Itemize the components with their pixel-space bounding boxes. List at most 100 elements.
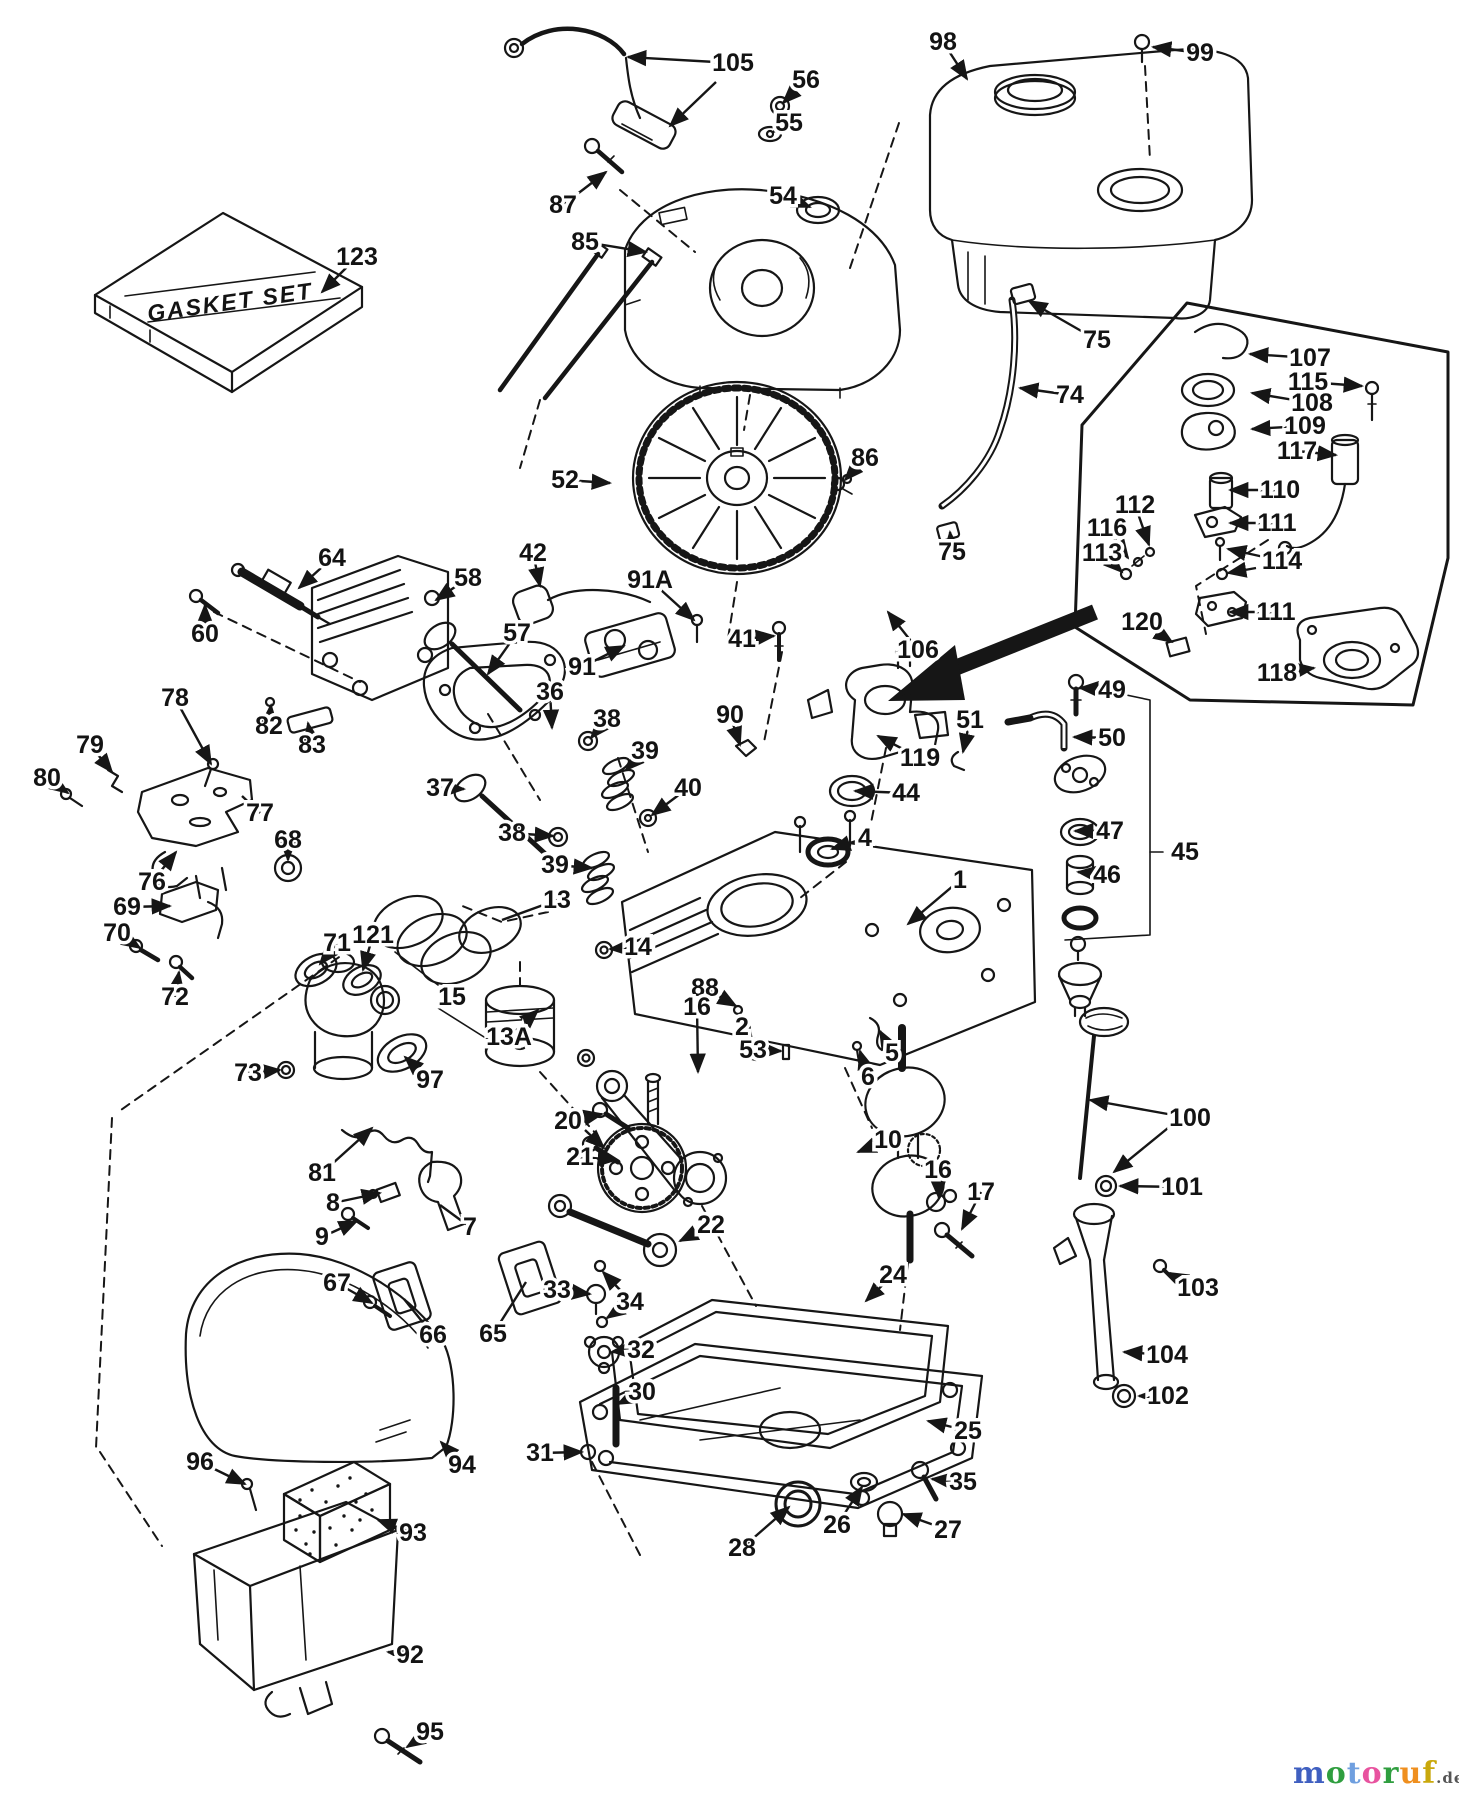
- part-label-52: 52: [551, 466, 579, 494]
- muffler-guard: [184, 1252, 455, 1464]
- part-label-72: 72: [161, 983, 189, 1011]
- leader-2: [736, 1025, 755, 1047]
- part-label-83: 83: [298, 731, 326, 759]
- part-label-74: 74: [1056, 381, 1084, 409]
- part-label-108: 108: [1291, 389, 1333, 417]
- part-label-38: 38: [593, 705, 621, 733]
- leader-5: [878, 1029, 896, 1054]
- part-label-38: 38: [498, 819, 526, 847]
- part-label-82: 82: [255, 712, 283, 740]
- leader-17: [960, 1191, 983, 1231]
- leader-67: [336, 1281, 374, 1305]
- leader-117: [1296, 445, 1339, 462]
- part-label-26: 26: [823, 1511, 851, 1539]
- watermark-suffix: .de: [1436, 1769, 1459, 1787]
- part-label-88: 88: [691, 974, 719, 1002]
- part-label-104: 104: [1146, 1341, 1188, 1369]
- part-label-92: 92: [396, 1641, 424, 1669]
- cylinder-head: [188, 554, 566, 741]
- leader-8: [332, 1188, 382, 1205]
- leader-25: [926, 1417, 969, 1434]
- leader-50: [1071, 729, 1113, 746]
- part-label-20: 20: [554, 1107, 582, 1135]
- part-label-50: 50: [1098, 724, 1126, 752]
- crankshaft-group: [340, 1024, 946, 1268]
- extra-leader-arrow: [601, 1270, 623, 1293]
- part-label-90: 90: [716, 701, 744, 729]
- leader-81: [321, 1126, 374, 1174]
- part-label-118: 118: [1257, 659, 1297, 687]
- leader-106: [886, 610, 919, 651]
- part-label-4: 4: [858, 824, 872, 852]
- part-label-47: 47: [1096, 817, 1124, 845]
- gasket-set-text: GASKET SET: [146, 278, 315, 327]
- leader-24: [864, 1274, 894, 1303]
- part-label-105: 105: [712, 49, 754, 77]
- part-label-101: 101: [1161, 1173, 1203, 1201]
- part-label-9: 9: [315, 1223, 329, 1251]
- leader-56: [781, 79, 807, 105]
- part-label-39: 39: [631, 737, 659, 765]
- leader-66: [403, 1298, 434, 1336]
- part-label-57: 57: [503, 619, 531, 647]
- part-label-94: 94: [448, 1451, 476, 1479]
- leader-58: [434, 577, 469, 602]
- leader-35: [929, 1472, 964, 1489]
- leader-27: [901, 1512, 949, 1532]
- part-label-85: 85: [571, 228, 599, 256]
- part-label-27: 27: [934, 1516, 962, 1544]
- part-label-55: 55: [775, 109, 803, 137]
- leader-69: [126, 898, 173, 915]
- part-label-30: 30: [628, 1378, 656, 1406]
- leader-120: [1141, 621, 1174, 644]
- part-label-66: 66: [419, 1321, 447, 1349]
- leader-65: [491, 1281, 528, 1335]
- part-label-75: 75: [1083, 326, 1111, 354]
- part-label-117: 117: [1277, 437, 1317, 465]
- leader-21: [579, 1150, 619, 1167]
- part-label-77: 77: [246, 799, 274, 827]
- oil-fill-column: [1004, 673, 1164, 1018]
- part-label-123: 123: [336, 243, 378, 271]
- leader-115: [1307, 376, 1365, 393]
- fuel-tank: [928, 33, 1254, 320]
- part-label-102: 102: [1147, 1382, 1189, 1410]
- part-label-111: 111: [1257, 598, 1296, 626]
- part-label-22: 22: [697, 1211, 725, 1239]
- motoruf-watermark-logo[interactable]: motoruf.de: [1293, 1756, 1459, 1791]
- leader-91: [581, 644, 626, 669]
- leader-41: [741, 629, 777, 646]
- watermark-letter: u: [1399, 1756, 1423, 1791]
- air-filter-element: [282, 1460, 392, 1564]
- leader-40: [650, 787, 689, 817]
- leader-16: [930, 1169, 947, 1201]
- part-label-51: 51: [956, 706, 984, 734]
- part-label-5: 5: [885, 1039, 899, 1067]
- leader-76: [151, 850, 178, 883]
- leader-46: [1075, 865, 1108, 883]
- leader-93: [376, 1518, 414, 1535]
- part-label-99: 99: [1186, 39, 1214, 67]
- leader-57: [486, 632, 518, 676]
- carburetor-119: [806, 646, 966, 772]
- part-label-97: 97: [416, 1066, 444, 1094]
- part-label-40: 40: [674, 774, 702, 802]
- leader-20: [567, 1109, 604, 1126]
- part-label-16: 16: [683, 993, 711, 1021]
- part-label-76: 76: [138, 868, 166, 896]
- leader-71: [318, 942, 338, 966]
- part-label-96: 96: [186, 1448, 214, 1476]
- leader-101: [1117, 1178, 1183, 1195]
- leader-104: [1121, 1345, 1168, 1362]
- leader-90: [726, 714, 742, 747]
- watermark-letter: t: [1346, 1756, 1362, 1791]
- part-label-60: 60: [191, 620, 219, 648]
- flywheel: [631, 380, 843, 576]
- leader-51: [958, 719, 975, 754]
- part-label-36: 36: [536, 678, 564, 706]
- leader-75: [943, 529, 960, 553]
- part-label-100: 100: [1169, 1104, 1211, 1132]
- part-label-1: 1: [953, 866, 967, 894]
- extra-leader-arrow: [668, 81, 717, 128]
